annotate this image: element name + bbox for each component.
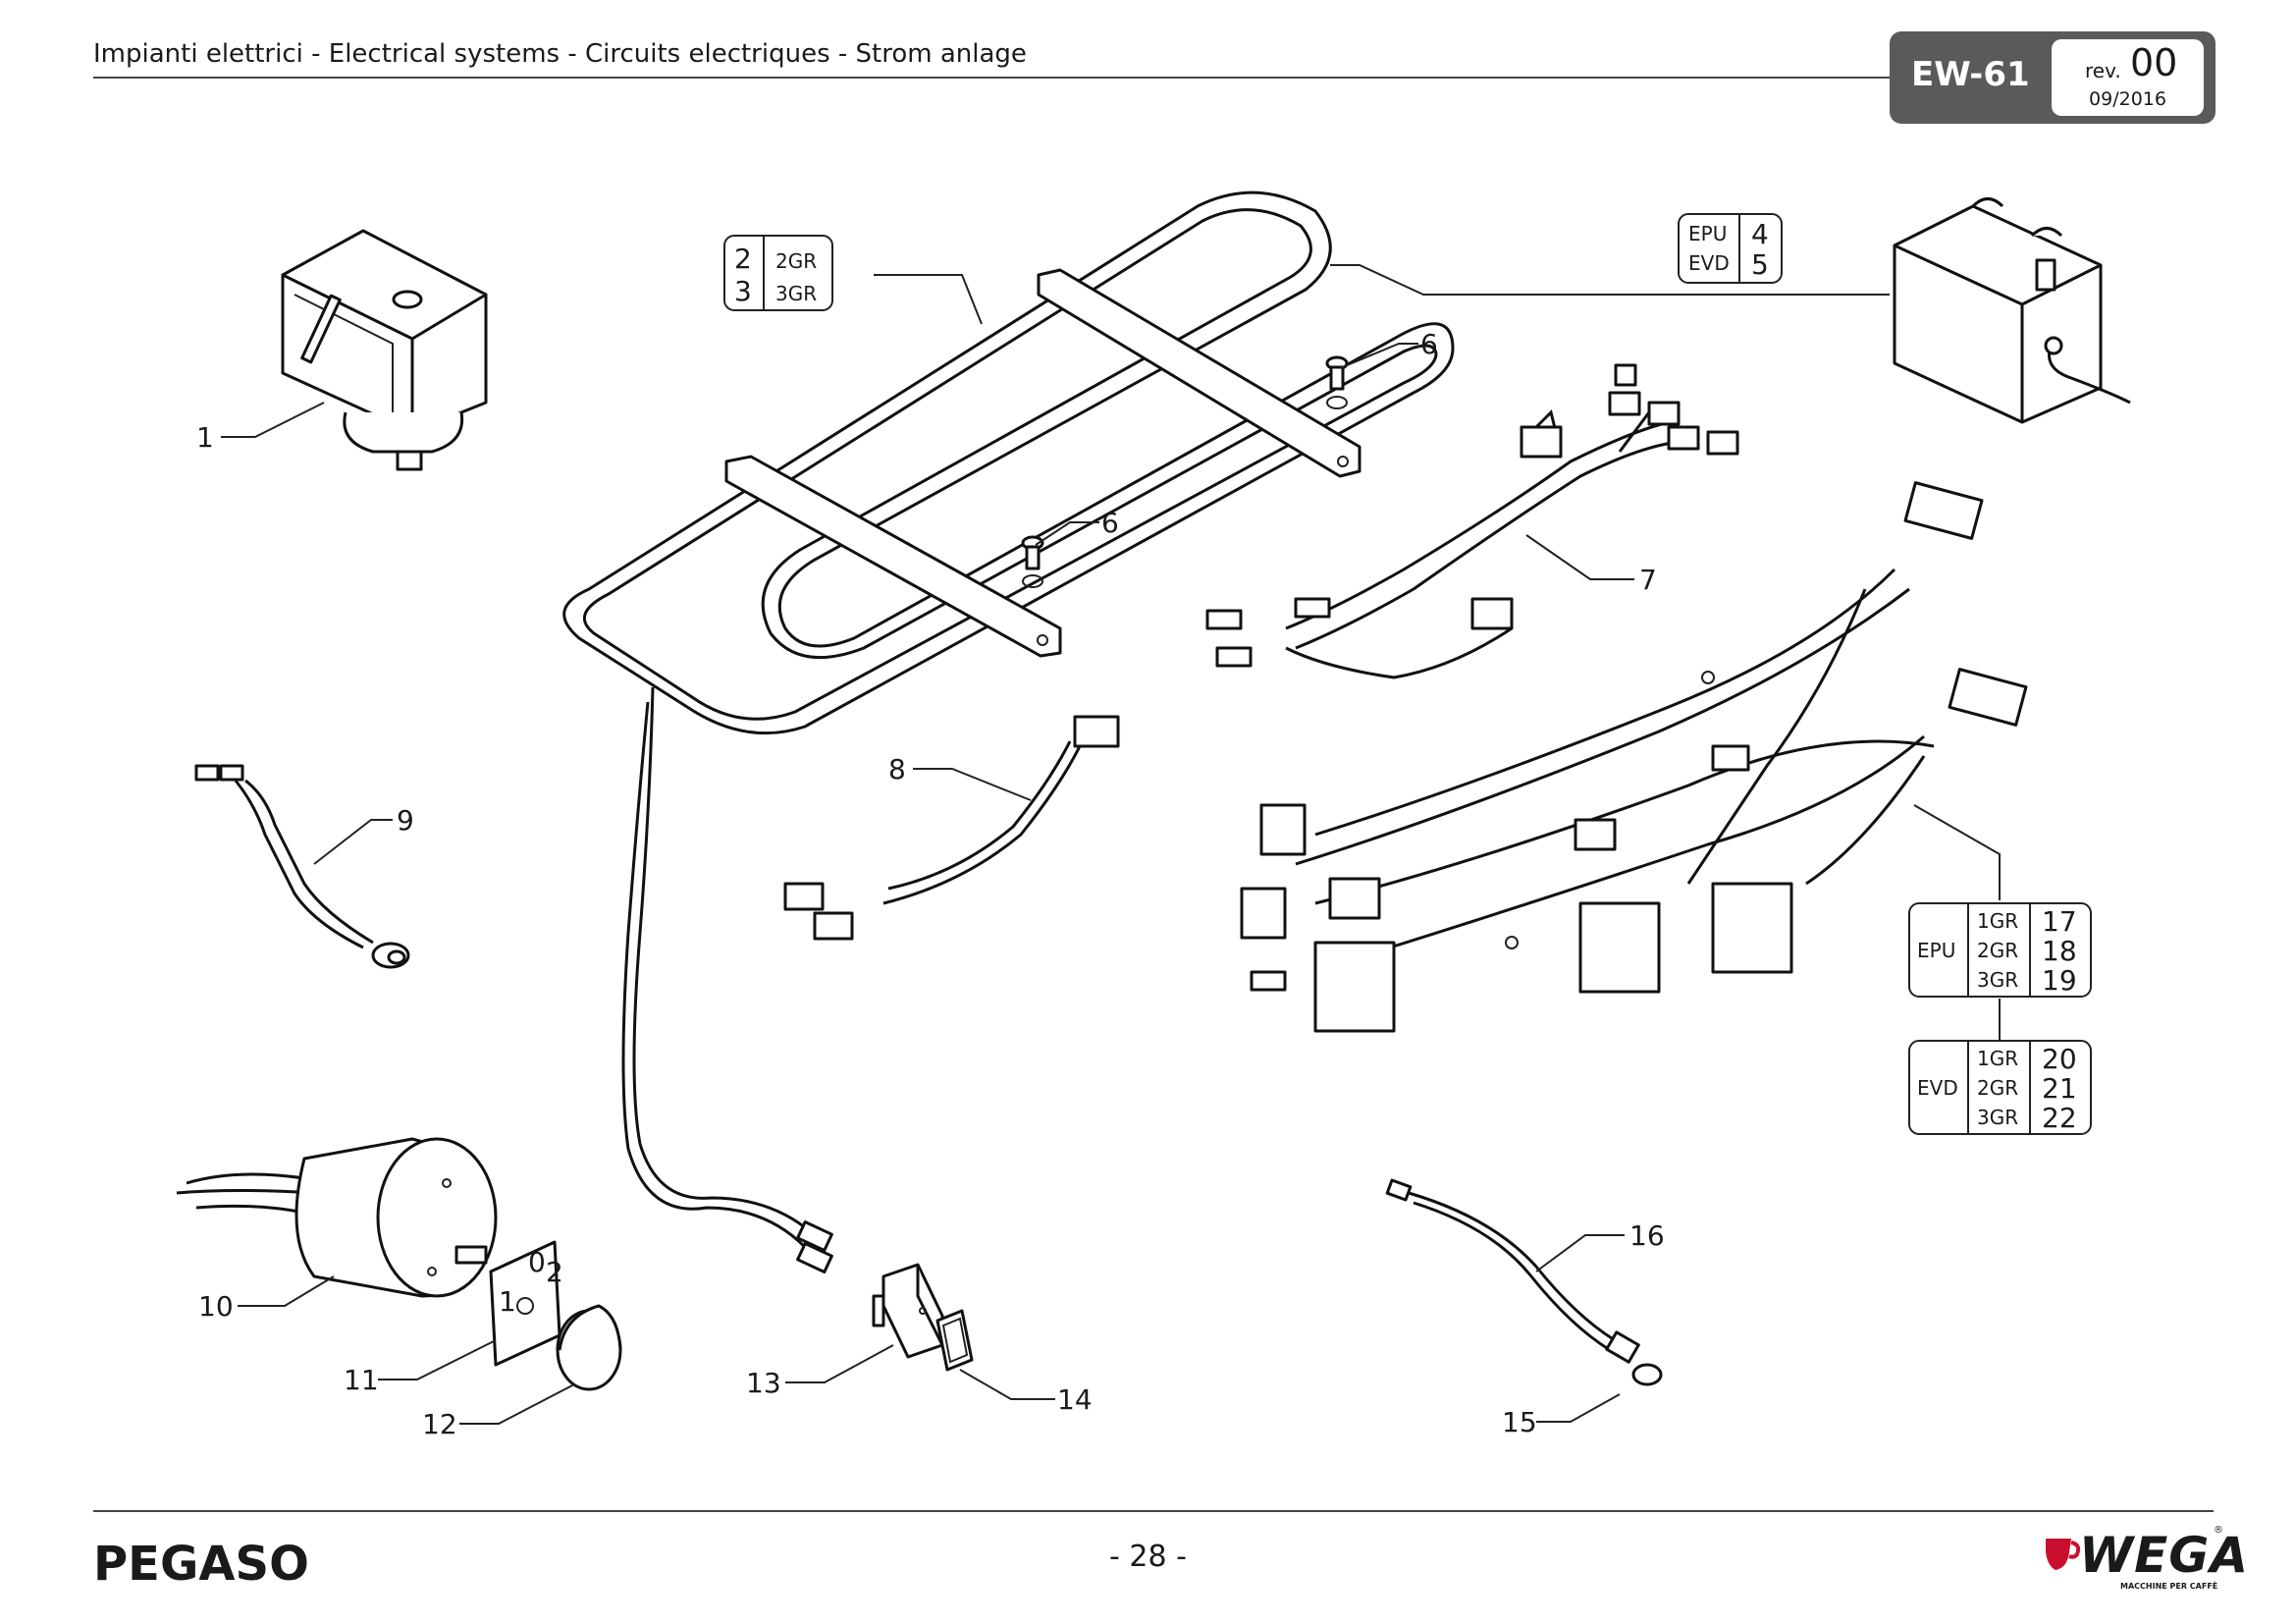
brand-logo: WEGA ® MACCHINE PER CAFFÈ bbox=[2042, 1525, 2248, 1594]
callout-15: 15 bbox=[1502, 1406, 1537, 1438]
part-11-selector-plate: 1 0 2 bbox=[489, 1240, 563, 1367]
part-8-cable bbox=[783, 715, 1120, 941]
footer-divider bbox=[93, 1510, 2214, 1512]
callout-labels: 1 6 6 7 8 9 10 11 12 13 14 15 16 bbox=[196, 328, 1665, 1440]
part-12-knob bbox=[556, 1304, 622, 1391]
callout-6-upper: 6 bbox=[1420, 328, 1438, 360]
part-2-3-heating-element bbox=[562, 190, 1455, 1273]
evd-row-1-num: 20 bbox=[2042, 1043, 2077, 1075]
revision-date: 09/2016 bbox=[2089, 88, 2166, 110]
evd-label: EVD bbox=[1917, 1076, 1958, 1100]
part-9-sensor-cable bbox=[194, 764, 410, 969]
callout-14: 14 bbox=[1057, 1383, 1093, 1416]
document-code-badge: EW-61 rev. 00 09/2016 bbox=[1890, 31, 2216, 124]
revision-number: 00 bbox=[2130, 41, 2178, 84]
evd-row-2-num: 21 bbox=[2042, 1072, 2077, 1105]
box-row-2-num: 5 bbox=[1751, 248, 1769, 281]
box-row-2-label: EVD bbox=[1688, 251, 1730, 275]
switch-position-1: 1 bbox=[499, 1285, 516, 1318]
heater-reference-table: 2 2GR 3 3GR bbox=[723, 235, 833, 311]
part-6-screw-lower bbox=[1021, 535, 1044, 588]
epu-row-3-num: 19 bbox=[2042, 964, 2077, 997]
part-13-rocker-switch bbox=[872, 1263, 944, 1359]
epu-reference-table: EPU 1GR 17 2GR 18 3GR 19 bbox=[1908, 902, 2092, 998]
evd-row-3-group: 3GR bbox=[1977, 1106, 2018, 1129]
heater-row-1-num: 2 bbox=[734, 243, 752, 275]
box-row-1-label: EPU bbox=[1688, 222, 1727, 245]
epu-label: EPU bbox=[1917, 939, 1955, 962]
part-6-screw-upper bbox=[1325, 355, 1349, 409]
switch-position-2: 2 bbox=[546, 1256, 563, 1288]
box-reference-table: EPU 4 EVD 5 bbox=[1678, 213, 1783, 284]
header-divider bbox=[93, 77, 1909, 79]
revision-box: rev. 00 09/2016 bbox=[2052, 39, 2204, 116]
part-1-pressure-switch bbox=[281, 229, 488, 471]
model-name: PEGASO bbox=[93, 1537, 309, 1592]
part-7-wiring-harness bbox=[1205, 363, 1739, 679]
leader-lines bbox=[221, 264, 2001, 1425]
part-16-probe-cable bbox=[1385, 1178, 1616, 1352]
heater-row-2-label: 3GR bbox=[775, 282, 817, 305]
header-title: Impianti elettrici - Electrical systems … bbox=[93, 39, 1027, 69]
part-4-5-control-box bbox=[1893, 197, 2131, 424]
revision-label: rev. bbox=[2085, 59, 2121, 82]
part-15-probe bbox=[1605, 1330, 1663, 1386]
part-14-cap bbox=[935, 1309, 974, 1372]
evd-row-1-group: 1GR bbox=[1977, 1047, 2018, 1070]
callout-8: 8 bbox=[888, 753, 906, 785]
switch-position-0: 0 bbox=[528, 1246, 546, 1278]
brand-name: WEGA bbox=[2079, 1527, 2250, 1584]
callout-7: 7 bbox=[1639, 564, 1657, 596]
page-number: - 28 - bbox=[1109, 1540, 1187, 1574]
document-code: EW-61 bbox=[1911, 55, 2030, 94]
evd-row-3-num: 22 bbox=[2042, 1102, 2077, 1134]
epu-row-3-group: 3GR bbox=[1977, 968, 2018, 992]
callout-1: 1 bbox=[196, 421, 214, 454]
part-10-motor bbox=[176, 1137, 498, 1298]
part-17-22-solenoid-harness bbox=[1240, 481, 2028, 1033]
callout-12: 12 bbox=[422, 1408, 457, 1440]
callout-6-lower: 6 bbox=[1101, 507, 1119, 539]
epu-row-2-group: 2GR bbox=[1977, 939, 2018, 962]
evd-reference-table: EVD 1GR 20 2GR 21 3GR 22 bbox=[1908, 1040, 2092, 1135]
cup-icon bbox=[2046, 1539, 2081, 1570]
epu-row-1-group: 1GR bbox=[1977, 909, 2018, 933]
callout-10: 10 bbox=[198, 1290, 234, 1323]
heater-row-2-num: 3 bbox=[734, 275, 752, 307]
callout-16: 16 bbox=[1629, 1219, 1665, 1252]
evd-row-2-group: 2GR bbox=[1977, 1076, 2018, 1100]
epu-row-1-num: 17 bbox=[2042, 905, 2077, 938]
epu-row-2-num: 18 bbox=[2042, 935, 2077, 967]
brand-tagline: MACCHINE PER CAFFÈ bbox=[2120, 1582, 2218, 1591]
callout-9: 9 bbox=[397, 804, 414, 837]
callout-13: 13 bbox=[746, 1367, 781, 1399]
heater-row-1-label: 2GR bbox=[775, 249, 817, 273]
registered-mark: ® bbox=[2214, 1525, 2223, 1536]
box-row-1-num: 4 bbox=[1751, 218, 1769, 250]
callout-11: 11 bbox=[344, 1364, 379, 1396]
